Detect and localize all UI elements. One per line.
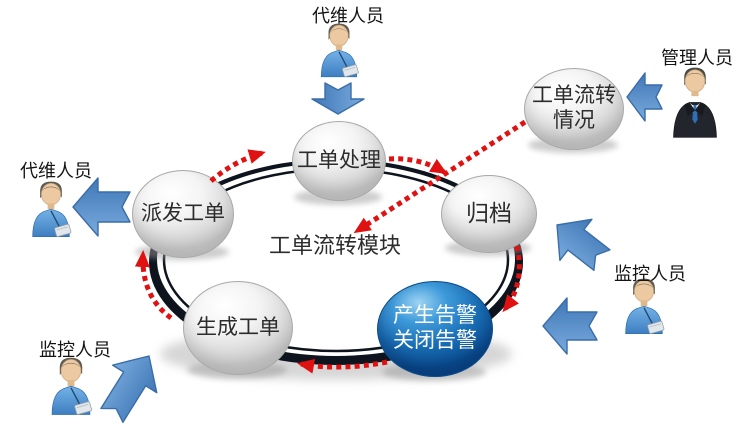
actor-top-person bbox=[320, 22, 360, 78]
actor-bottom-left-person bbox=[51, 357, 93, 416]
flow-alarm-to-generate bbox=[297, 358, 388, 374]
node-generate: 生成工单 bbox=[183, 281, 293, 375]
node-archive: 归档 bbox=[441, 175, 537, 253]
actor-top-label: 代维人员 bbox=[312, 6, 384, 26]
actor-left-person bbox=[31, 180, 72, 238]
node-status: 工单流转 情况 bbox=[524, 68, 624, 150]
actor-right-person bbox=[624, 277, 665, 335]
blue-arrows bbox=[72, 72, 663, 423]
arrow-monitor-to-generate bbox=[100, 355, 158, 423]
flow-generate-to-dispatch bbox=[134, 250, 173, 321]
flow-dispatch-to-process bbox=[209, 149, 266, 183]
node-status-line1: 工单流转 bbox=[532, 84, 616, 108]
actor-left-label: 代维人员 bbox=[20, 161, 92, 181]
node-status-line2: 情况 bbox=[553, 109, 595, 132]
node-alarm-line2: 关闭告警 bbox=[393, 329, 477, 352]
flow-archive-to-alarm bbox=[502, 245, 522, 313]
node-archive-label: 归档 bbox=[466, 200, 512, 227]
arrow-monitor-to-alarm bbox=[542, 297, 598, 355]
center-module-label: 工单流转模块 bbox=[268, 233, 401, 258]
arrow-top-actor-to-process bbox=[311, 82, 365, 115]
arrow-monitor-to-archive bbox=[556, 218, 611, 272]
actor-top-right-label: 管理人员 bbox=[661, 48, 733, 68]
node-alarm: 产生告警 关闭告警 bbox=[377, 281, 493, 377]
node-dispatch: 派发工单 bbox=[132, 170, 234, 258]
node-alarm-line1: 产生告警 bbox=[393, 304, 477, 328]
red-flow-arrows bbox=[134, 119, 527, 374]
arrow-dispatch-to-left-actor bbox=[72, 177, 131, 237]
actor-bottom-left-label: 监控人员 bbox=[39, 340, 111, 360]
flow-status-to-module bbox=[353, 119, 527, 234]
flow-process-to-archive bbox=[388, 156, 448, 175]
node-process: 工单处理 bbox=[292, 121, 386, 201]
arrow-admin-to-status bbox=[626, 72, 663, 122]
node-generate-label: 生成工单 bbox=[196, 315, 280, 339]
node-process-label: 工单处理 bbox=[297, 148, 381, 172]
node-dispatch-label: 派发工单 bbox=[141, 201, 225, 225]
actor-right-label: 监控人员 bbox=[614, 264, 686, 284]
actor-top-right-person bbox=[673, 67, 717, 138]
